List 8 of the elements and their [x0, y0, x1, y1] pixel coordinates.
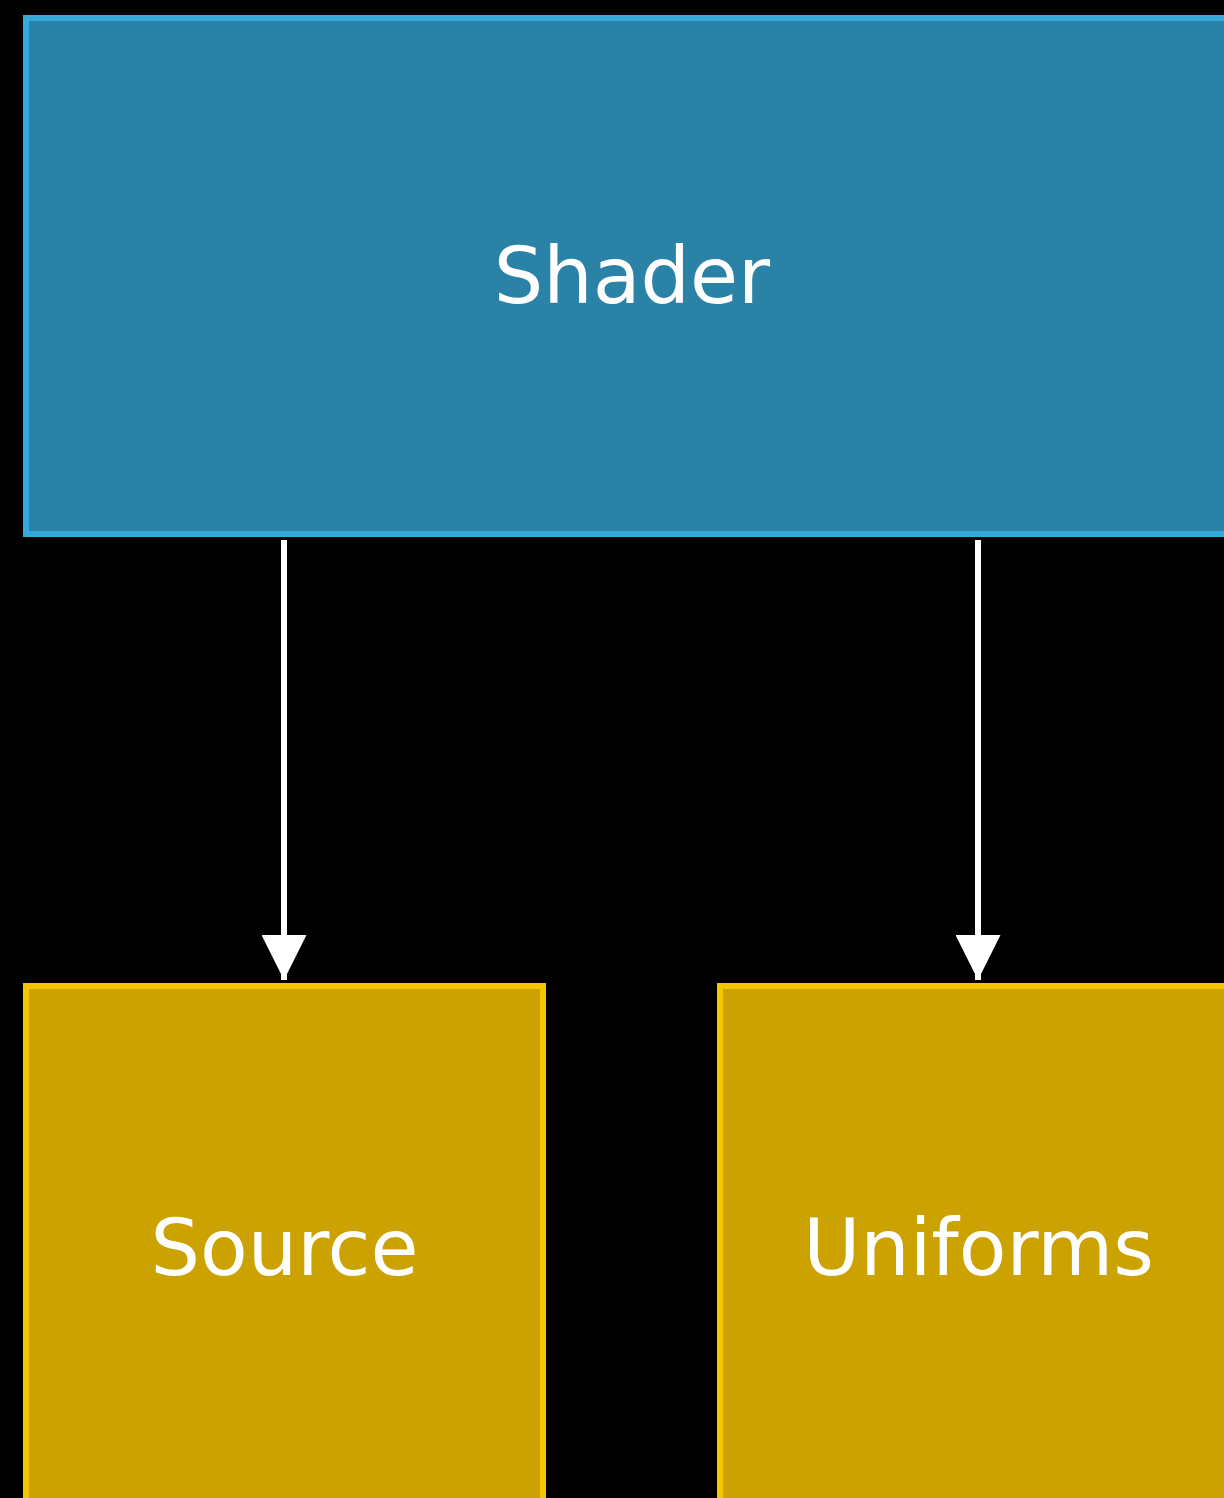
box-label: Source: [150, 1203, 419, 1293]
arrow: [955, 540, 1001, 980]
arrow: [261, 540, 307, 980]
data-box: [717, 983, 1224, 1498]
process-box: [23, 15, 1224, 537]
box-label: Shader: [493, 231, 771, 321]
data-box: [23, 983, 546, 1498]
box-label: Uniforms: [803, 1203, 1154, 1293]
